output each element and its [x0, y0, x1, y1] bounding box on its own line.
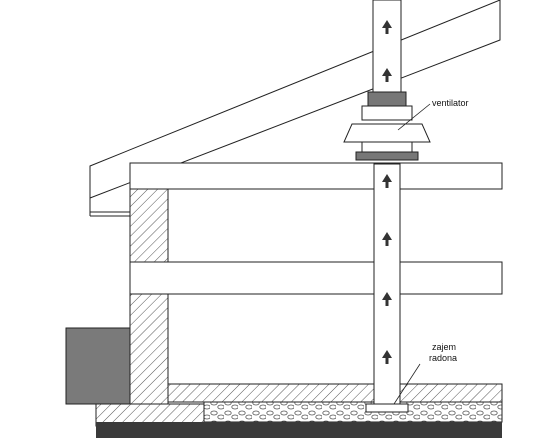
zajem-label-line1: zajem [432, 342, 456, 352]
ground-block [65, 327, 131, 405]
outer-wall-lower [129, 293, 169, 405]
up-arrow-icon [382, 350, 392, 364]
up-arrow-icon [382, 292, 392, 306]
gravel-layer [203, 401, 503, 423]
ventilator-fan [343, 91, 431, 161]
flow-arrows [382, 20, 392, 364]
zajem-leader [393, 363, 421, 405]
floor-slab [167, 383, 503, 403]
ventilator-label: ventilator [432, 98, 469, 108]
up-arrow-icon [382, 20, 392, 34]
building-structure [65, 162, 503, 438]
pipe-intake-flange [365, 403, 409, 413]
zajem-label-line2: radona [429, 353, 457, 363]
upper-beam [129, 162, 503, 190]
ground [96, 422, 502, 438]
fan-lower-ring [361, 141, 413, 153]
ventilator-leader [397, 103, 431, 131]
fan-bottom-collar [355, 151, 419, 161]
up-arrow-icon [382, 232, 392, 246]
up-arrow-icon [382, 68, 392, 82]
middle-beam [129, 261, 503, 295]
outer-wall [129, 188, 169, 263]
fan-upper-ring [361, 105, 413, 121]
fan-top-collar [367, 91, 407, 107]
up-arrow-icon [382, 174, 392, 188]
fan-body [343, 123, 431, 143]
annotations: ventilator zajem radona [393, 98, 469, 405]
riser-pipe [365, 163, 409, 413]
